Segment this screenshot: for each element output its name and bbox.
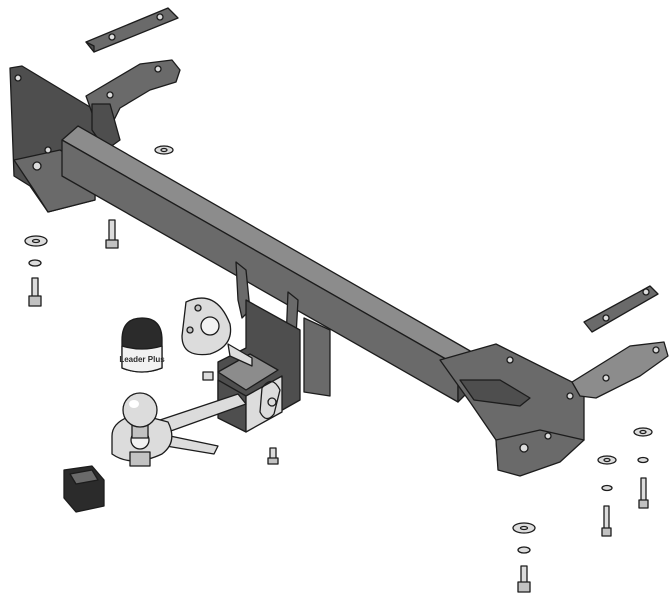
left-hardware: [24, 145, 279, 465]
cover-label: Leader Plus: [119, 355, 165, 364]
ball-cover-cap: Leader Plus: [119, 317, 165, 373]
socket-plate: [181, 297, 253, 367]
tow-ball: [122, 392, 158, 439]
right-side-bracket: [439, 341, 669, 477]
mounting-plate-top-left: [85, 7, 179, 53]
right-hardware: [512, 427, 653, 593]
mounting-plate-top-right: [583, 285, 659, 333]
receiver-blanking-cap: [63, 465, 105, 513]
